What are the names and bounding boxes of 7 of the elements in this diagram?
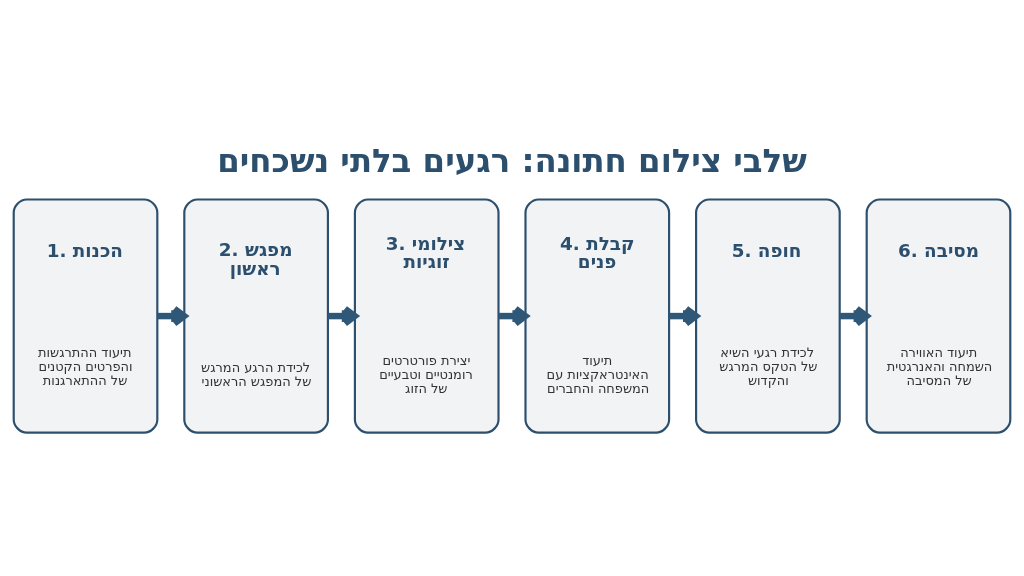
node-box: 6. מסיבה תיעוד האווירה השמחה והאנרגטית של המסיבה: [865, 198, 1012, 434]
node-box: 4. קבלת פנים תיעוד האינטראקציות עם המשפחה והחברים: [524, 198, 671, 434]
node-box: 1. הכנות תיעוד ההתרגשות והפרטים הקטנים של ההתארגנות: [12, 198, 159, 434]
node-box: 5. חופה לכידת רגעי השיא של הטקס המרגש והקדוש: [695, 198, 841, 434]
diagram-title: שלבי צילום חתונה: רגעים בלתי נשכחים: [217, 142, 807, 181]
node-box: 3. צילומי זוגיות יצירת פורטרטים רומנטיים וטבעיים של הזוג: [353, 198, 500, 434]
node-box: 2. מפגש ראשון לכידת הרגע המרגש של המפגש הראשוני: [183, 198, 329, 434]
